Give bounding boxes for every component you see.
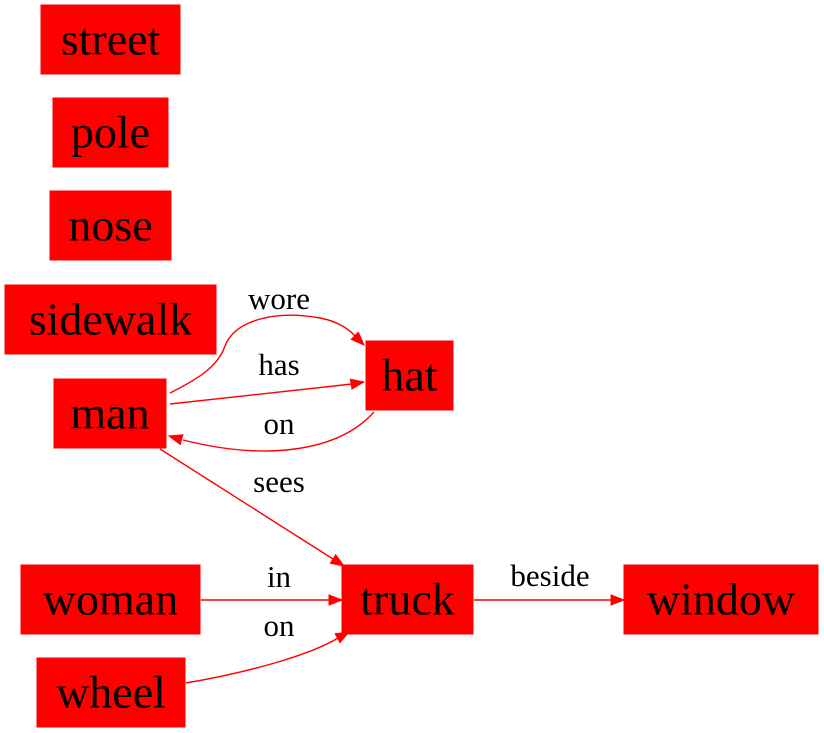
node-label: sidewalk <box>29 294 193 345</box>
node-box <box>20 564 201 635</box>
node-box <box>52 97 169 168</box>
node-box <box>36 657 186 728</box>
edge-hat-on-man: on <box>167 406 375 452</box>
node-box <box>49 190 172 261</box>
edge-man-wore-hat: wore <box>169 281 365 394</box>
node-nose: nose <box>49 190 172 261</box>
arrowhead-icon <box>350 331 365 346</box>
arrowhead-icon <box>610 594 626 606</box>
node-pole: pole <box>52 97 169 168</box>
node-label: truck <box>360 574 455 625</box>
edge-truck-beside-window: beside <box>474 558 626 606</box>
node-box <box>53 378 167 449</box>
edges-layer: wore has on sees in on beside <box>159 281 626 684</box>
node-label: woman <box>43 574 178 625</box>
arrowhead-icon <box>329 553 346 567</box>
arrowhead-icon <box>167 434 184 446</box>
nodes-layer: street pole nose sidewalk man hat woman truck wi… <box>4 4 819 728</box>
node-window: window <box>623 564 819 635</box>
edge-line <box>182 411 375 452</box>
edge-line <box>159 448 334 560</box>
node-woman: woman <box>20 564 201 635</box>
edge-wheel-on-truck: on <box>185 608 351 684</box>
node-sidewalk: sidewalk <box>4 284 217 355</box>
edge-label: on <box>264 406 296 441</box>
node-truck: truck <box>341 564 474 635</box>
edge-label: on <box>264 608 296 643</box>
node-label: window <box>647 574 796 625</box>
edge-woman-in-truck: in <box>201 559 344 606</box>
node-street: street <box>40 4 181 75</box>
node-wheel: wheel <box>36 657 186 728</box>
arrowhead-icon <box>328 594 344 606</box>
edge-label: sees <box>253 464 305 499</box>
node-box <box>4 284 217 355</box>
edge-label: in <box>267 559 292 594</box>
edge-label: has <box>258 347 299 382</box>
node-box <box>365 340 454 411</box>
node-label: hat <box>381 350 437 401</box>
node-label: wheel <box>56 667 166 718</box>
node-label: pole <box>71 107 150 158</box>
edge-man-sees-truck: sees <box>159 448 346 567</box>
edge-line <box>169 314 358 394</box>
arrowhead-icon <box>349 378 366 390</box>
node-hat: hat <box>365 340 454 411</box>
node-label: nose <box>68 200 152 251</box>
node-box <box>40 4 181 75</box>
edge-line <box>169 383 353 405</box>
node-man: man <box>53 378 167 449</box>
node-label: man <box>70 388 149 439</box>
edge-man-has-hat: has <box>169 347 366 405</box>
node-box <box>623 564 819 635</box>
edge-line <box>185 637 339 684</box>
node-box <box>341 564 474 635</box>
edge-label: beside <box>510 558 589 593</box>
node-label: street <box>61 14 161 65</box>
edge-label: wore <box>248 281 310 316</box>
